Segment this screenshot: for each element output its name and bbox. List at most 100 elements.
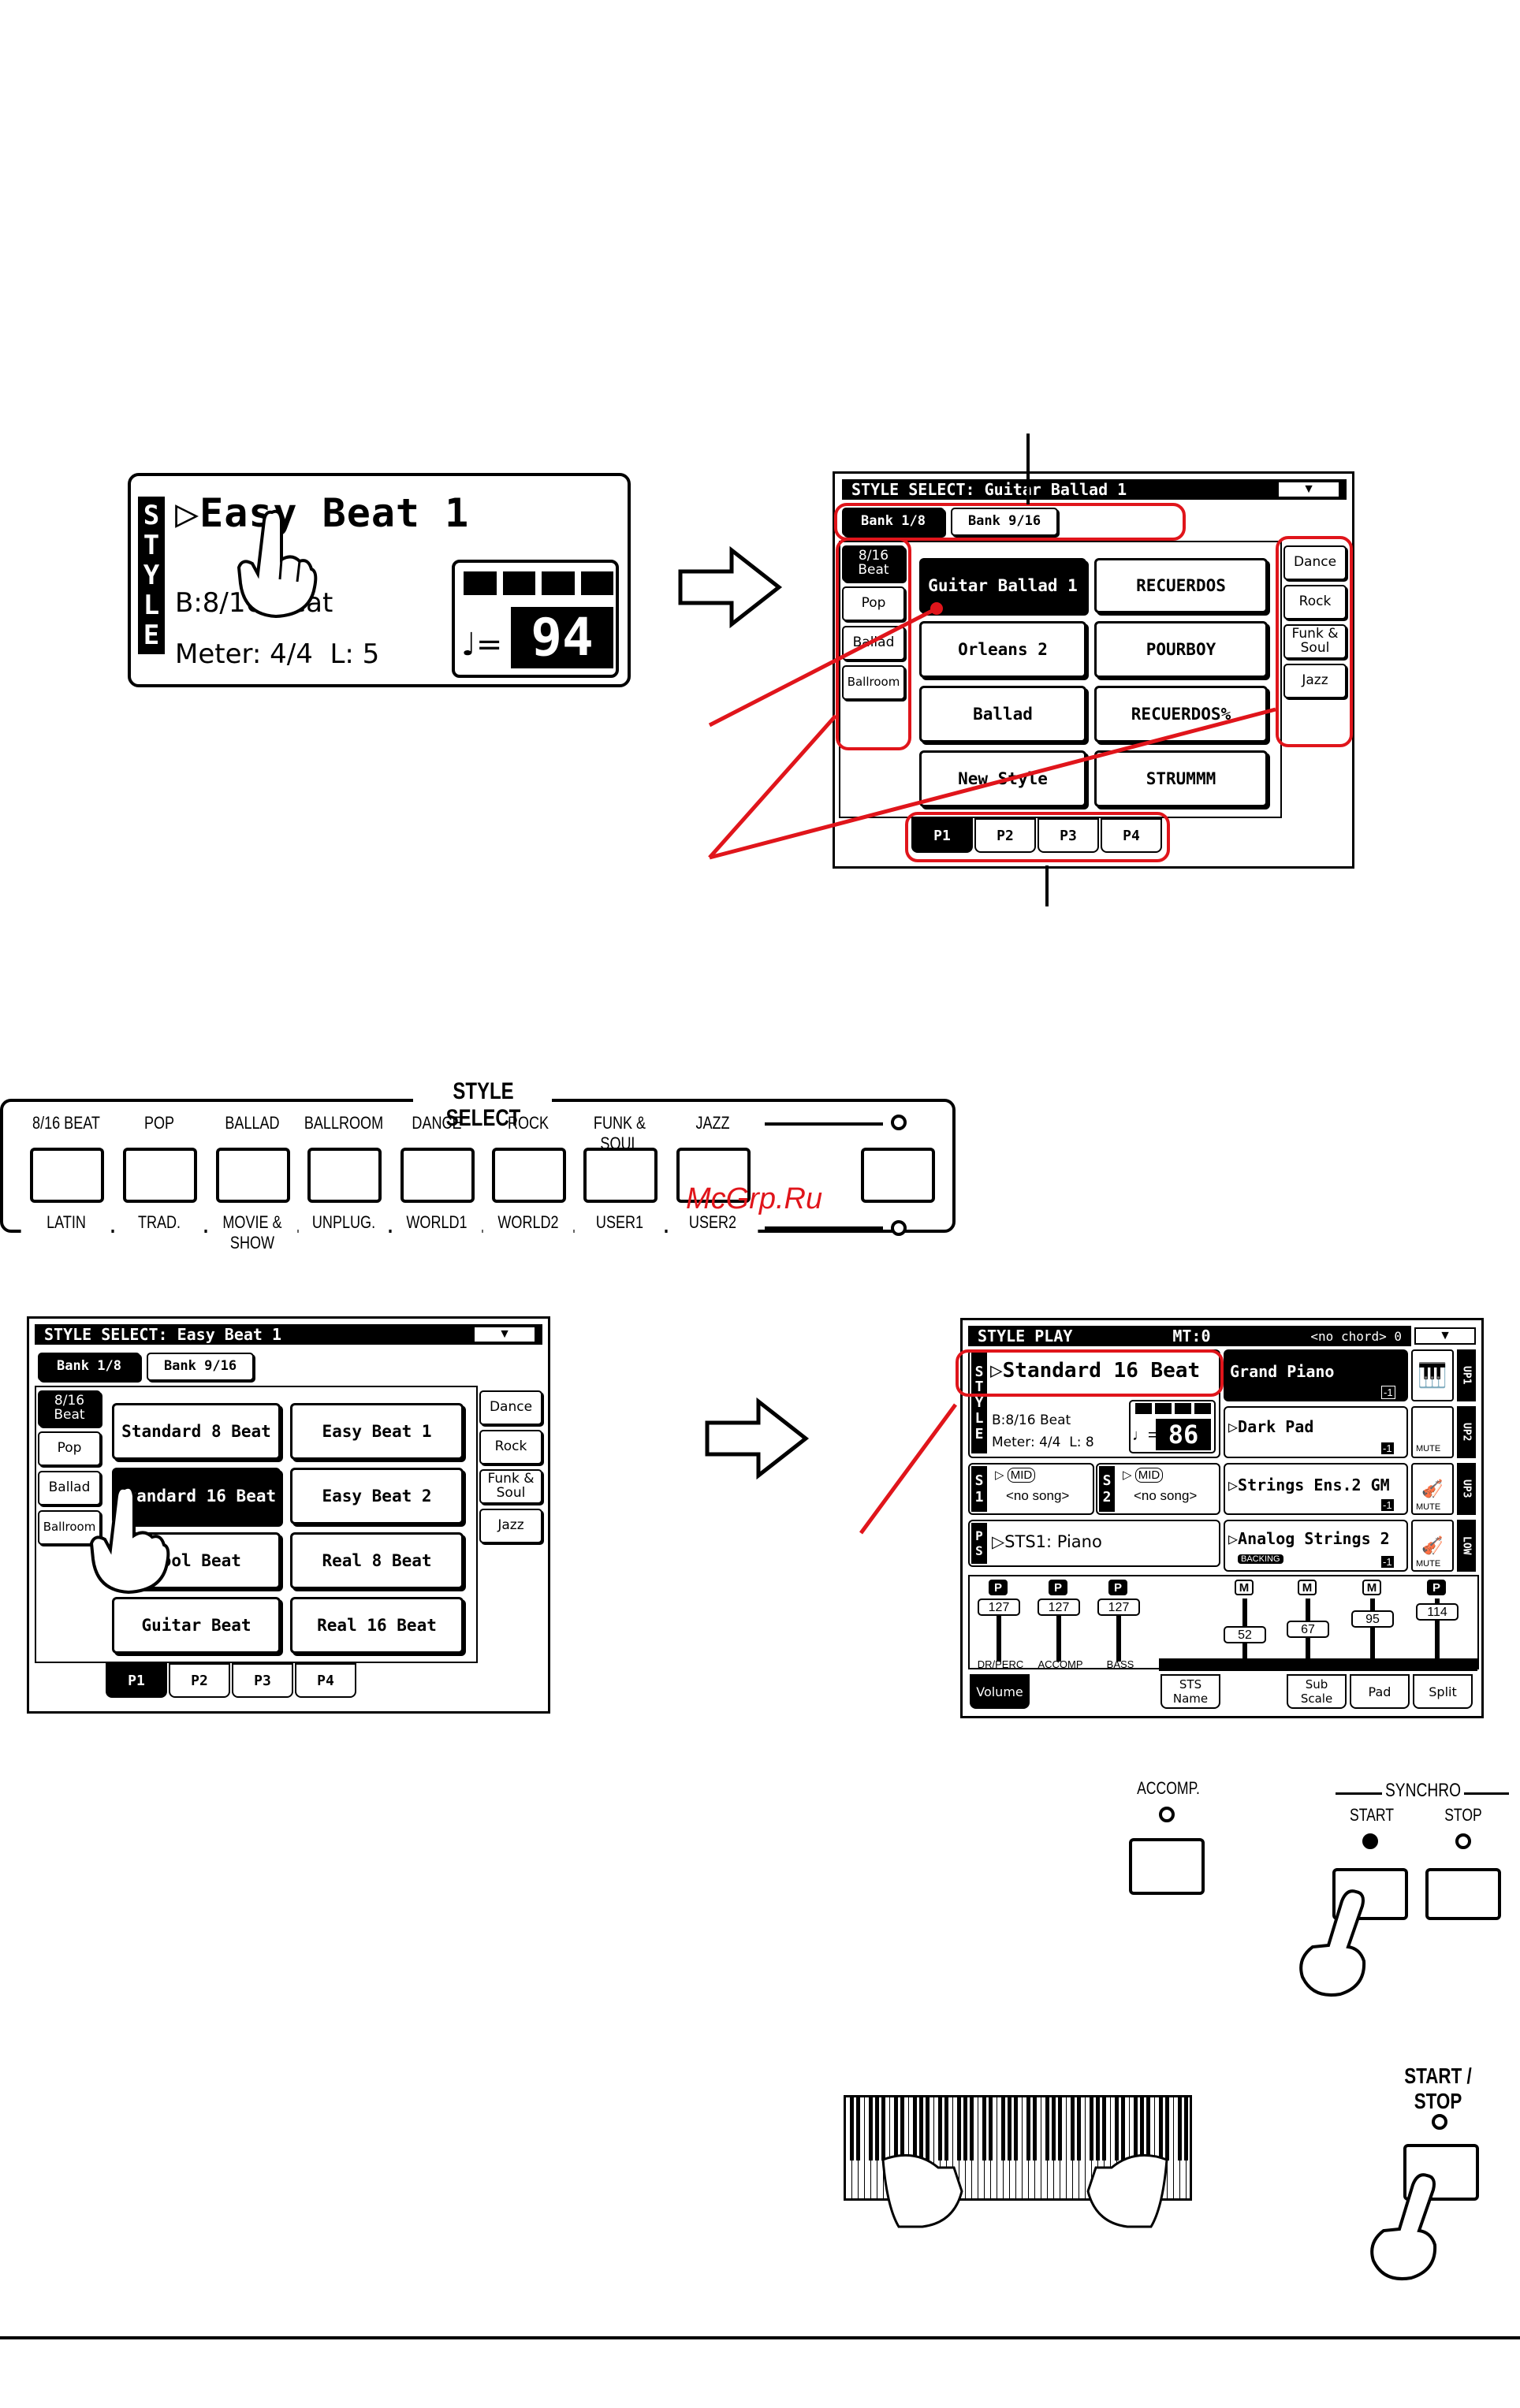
strings-icon[interactable]: 🎻 <box>1411 1520 1454 1572</box>
tab-funk-soul[interactable]: Funk & Soul <box>479 1469 542 1504</box>
song2-area[interactable] <box>1096 1463 1220 1515</box>
dropdown-icon[interactable]: ▼ <box>1277 481 1340 498</box>
page-tab-p2[interactable]: P2 <box>169 1663 230 1698</box>
style-bank-button[interactable] <box>307 1148 382 1203</box>
style-bank-button[interactable] <box>123 1148 197 1203</box>
channel-fader-value[interactable]: 114 <box>1416 1603 1459 1621</box>
tab-sub-scale[interactable]: Sub Scale <box>1287 1674 1347 1709</box>
style-button[interactable]: Real 8 Beat <box>290 1532 464 1589</box>
track-upper1[interactable] <box>1224 1349 1408 1401</box>
style-bank-button[interactable] <box>216 1148 290 1203</box>
style-button[interactable]: Real 16 Beat <box>290 1597 464 1654</box>
page-tab-p3[interactable]: P3 <box>232 1663 293 1698</box>
page-tab-p1[interactable]: P1 <box>911 818 973 853</box>
tab-rock[interactable]: Rock <box>1283 585 1347 620</box>
page-tab-p4[interactable]: P4 <box>1101 818 1162 853</box>
style-button[interactable]: RECUERDOS <box>1094 558 1268 613</box>
bank-tab-9-16[interactable]: Bank 9/16 <box>951 508 1058 536</box>
style-name[interactable]: ▷Easy Beat 1 <box>175 490 470 536</box>
page-tab-p1[interactable]: P1 <box>106 1663 167 1698</box>
tab-rock[interactable]: Rock <box>479 1430 542 1465</box>
style-button[interactable]: STRUMMM <box>1094 750 1268 807</box>
tab-8-16-beat[interactable]: 8/16 Beat <box>38 1390 101 1427</box>
tempo-value[interactable]: 86 <box>1156 1419 1211 1450</box>
style-button[interactable]: Orleans 2 <box>919 621 1086 678</box>
tab-8-16-beat[interactable]: 8/16 Beat <box>842 545 905 582</box>
channel-fader-value[interactable]: 127 <box>978 1599 1020 1616</box>
tab-volume[interactable]: Volume <box>970 1674 1030 1709</box>
tempo-value[interactable]: 94 <box>511 607 613 668</box>
style-bank-button[interactable] <box>583 1148 658 1203</box>
style-button[interactable]: Guitar Ballad 1 <box>919 558 1086 613</box>
tab-dance[interactable]: Dance <box>1283 545 1347 580</box>
tab-funk-soul[interactable]: Funk & Soul <box>1283 624 1347 659</box>
channel-mode-badge[interactable]: P <box>1427 1580 1446 1595</box>
tab-ballroom[interactable]: Ballroom <box>38 1510 101 1545</box>
pad-icon[interactable] <box>1411 1406 1454 1458</box>
bank-tab-1-8[interactable]: Bank 1/8 <box>842 508 944 536</box>
bank-shift-button[interactable] <box>861 1148 935 1203</box>
style-button[interactable]: Guitar Beat <box>112 1597 281 1654</box>
style-button[interactable]: POURBOY <box>1094 621 1268 678</box>
style-button[interactable]: New Style <box>919 750 1086 807</box>
tab-jazz[interactable]: Jazz <box>1283 664 1347 698</box>
channel-mode-badge[interactable]: M <box>1298 1580 1317 1595</box>
page-tab-p3[interactable]: P3 <box>1038 818 1099 853</box>
track-lower[interactable] <box>1224 1520 1408 1572</box>
synchro-stop-button[interactable] <box>1425 1868 1501 1920</box>
track-upper3[interactable] <box>1224 1463 1408 1515</box>
track-upper2[interactable] <box>1224 1406 1408 1458</box>
bank-tab-9-16[interactable]: Bank 9/16 <box>147 1353 254 1381</box>
channel-mode-badge[interactable]: P <box>989 1580 1008 1595</box>
channel-fader-track[interactable] <box>1435 1599 1440 1662</box>
tab-pop[interactable]: Pop <box>842 586 905 621</box>
tab-ballad[interactable]: Ballad <box>38 1471 101 1505</box>
dropdown-icon[interactable]: ▼ <box>473 1326 536 1343</box>
tab-pad[interactable]: Pad <box>1350 1674 1410 1709</box>
tab-dance[interactable]: Dance <box>479 1390 542 1425</box>
bank-tab-1-8[interactable]: Bank 1/8 <box>38 1353 140 1381</box>
style-name[interactable]: ▷Standard 16 Beat <box>990 1359 1201 1383</box>
strings-icon[interactable]: 🎻 <box>1411 1463 1454 1515</box>
channel-fader-track[interactable] <box>1056 1599 1061 1662</box>
style-button[interactable]: Easy Beat 1 <box>290 1403 464 1460</box>
start-stop-button[interactable] <box>1403 2144 1479 2201</box>
song1-area[interactable] <box>968 1463 1094 1515</box>
style-button[interactable]: RECUERDOS% <box>1094 686 1268 742</box>
page-tab-p2[interactable]: P2 <box>974 818 1036 853</box>
tab-ballroom[interactable]: Ballroom <box>842 665 905 700</box>
panel-label: WORLD2 <box>482 1212 574 1233</box>
channel-fader-value[interactable]: 95 <box>1351 1610 1394 1628</box>
style-bank-button[interactable] <box>492 1148 566 1203</box>
channel-fader-value[interactable]: 67 <box>1287 1621 1329 1638</box>
page-tab-p4[interactable]: P4 <box>295 1663 356 1698</box>
channel-mode-badge[interactable]: P <box>1049 1580 1067 1595</box>
performance-area[interactable] <box>968 1520 1220 1567</box>
style-bank-button[interactable] <box>30 1148 104 1203</box>
style-button[interactable]: Standard 8 Beat <box>112 1403 281 1460</box>
style-select-title-1: STYLE SELECT: Guitar Ballad 1 <box>842 479 1347 500</box>
piano-icon[interactable]: 🎹 <box>1411 1349 1454 1401</box>
channel-fader-track[interactable] <box>1116 1599 1121 1662</box>
style-bank-button[interactable] <box>676 1148 751 1203</box>
channel-fader-value[interactable]: 127 <box>1038 1599 1080 1616</box>
style-button[interactable]: Ballad <box>919 686 1086 742</box>
channel-mode-badge[interactable]: M <box>1235 1580 1254 1595</box>
channel-fader-value[interactable]: 127 <box>1097 1599 1140 1616</box>
tab-jazz[interactable]: Jazz <box>479 1509 542 1543</box>
tab-pop[interactable]: Pop <box>38 1431 101 1466</box>
tab-split[interactable]: Split <box>1413 1674 1473 1709</box>
style-button[interactable]: Standard 16 Beat <box>112 1468 281 1524</box>
style-bank-button[interactable] <box>400 1148 475 1203</box>
channel-mode-badge[interactable]: P <box>1108 1580 1127 1595</box>
style-button[interactable]: Easy Beat 2 <box>290 1468 464 1524</box>
synchro-stop-led <box>1455 1833 1471 1849</box>
channel-mode-badge[interactable]: M <box>1362 1580 1381 1595</box>
channel-fader-track[interactable] <box>1370 1599 1375 1662</box>
channel-fader-track[interactable] <box>997 1599 1001 1662</box>
channel-fader-value[interactable]: 52 <box>1224 1626 1266 1643</box>
dropdown-icon[interactable]: ▼ <box>1414 1327 1476 1345</box>
accomp-button[interactable] <box>1129 1838 1205 1895</box>
tab-sts-name[interactable]: STS Name <box>1160 1674 1220 1709</box>
